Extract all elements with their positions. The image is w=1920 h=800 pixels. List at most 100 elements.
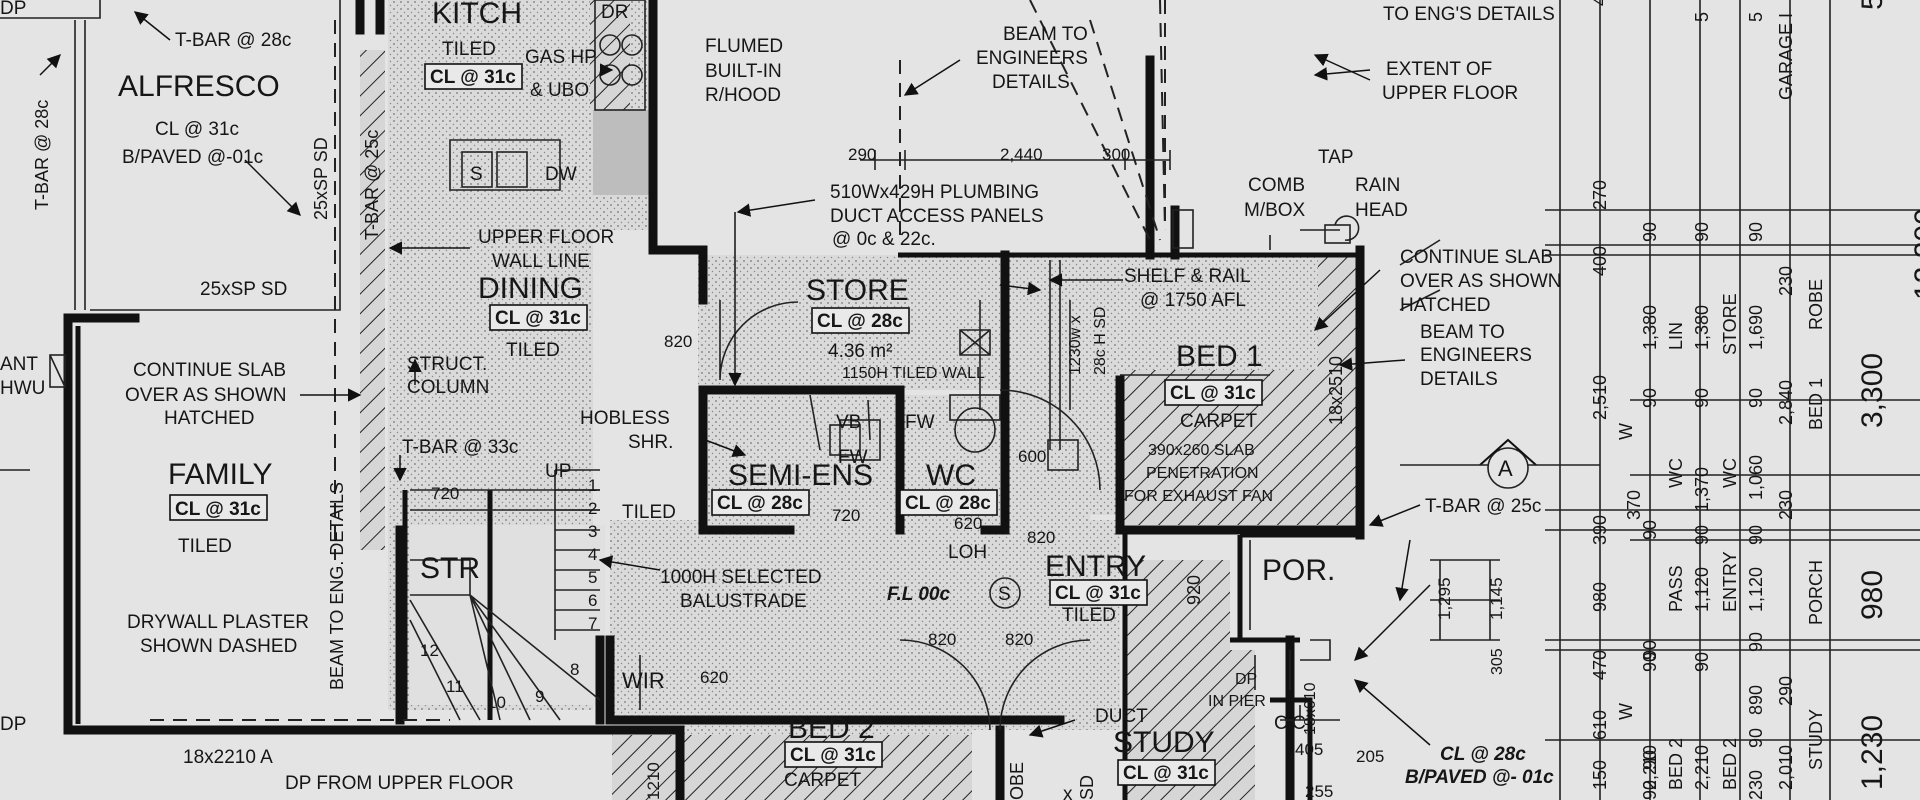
svg-text:RAIN: RAIN bbox=[1355, 175, 1400, 196]
finish-entry: TILED bbox=[1062, 605, 1116, 626]
svg-text:5: 5 bbox=[1746, 12, 1766, 22]
svg-text:R/HOOD: R/HOOD bbox=[705, 85, 781, 106]
walls bbox=[63, 0, 1365, 800]
svg-text:370: 370 bbox=[1624, 490, 1644, 520]
svg-text:90: 90 bbox=[1640, 750, 1660, 770]
dimension-schedule bbox=[1280, 0, 1920, 800]
svg-text:405: 405 bbox=[1295, 740, 1323, 759]
svg-text:VB: VB bbox=[836, 412, 861, 433]
svg-text:90: 90 bbox=[1692, 652, 1712, 672]
svg-text:25xSP SD: 25xSP SD bbox=[311, 137, 331, 220]
svg-text:TAP: TAP bbox=[1318, 147, 1354, 168]
schedule-column-2: W W bbox=[1616, 423, 1636, 720]
svg-text:SHELF & RAIL: SHELF & RAIL bbox=[1124, 266, 1251, 287]
svg-text:T-BAR @ 33c: T-BAR @ 33c bbox=[402, 437, 518, 458]
svg-text:230: 230 bbox=[1746, 770, 1766, 800]
svg-text:BEAM TO: BEAM TO bbox=[1420, 322, 1505, 343]
room-str: STR bbox=[420, 552, 480, 585]
svg-text:6: 6 bbox=[588, 591, 597, 610]
svg-text:HWU: HWU bbox=[0, 378, 45, 399]
dimension-labels: 290 2,440 300 820 720 720 620 600 820 82… bbox=[431, 145, 1384, 800]
svg-text:5: 5 bbox=[1856, 0, 1889, 10]
svg-text:CONTINUE SLAB: CONTINUE SLAB bbox=[133, 360, 286, 381]
svg-text:DUCT ACCESS PANELS: DUCT ACCESS PANELS bbox=[830, 206, 1044, 227]
ceiling-family: CL @ 31c bbox=[175, 499, 261, 520]
svg-text:2,840: 2,840 bbox=[1776, 380, 1796, 425]
schedule-column-5: 90 1,380 90 1,370 90 1,120 90 2,210 bbox=[1692, 222, 1712, 790]
svg-text:HOBLESS: HOBLESS bbox=[580, 408, 670, 429]
svg-text:UPPER FLOOR: UPPER FLOOR bbox=[478, 227, 614, 248]
schedule-column-1: 270 400 2,510 390 980 470 610 150 bbox=[1590, 180, 1610, 790]
svg-text:1,060: 1,060 bbox=[1746, 455, 1766, 500]
room-wc: WC bbox=[926, 459, 976, 492]
svg-text:FW: FW bbox=[905, 412, 935, 433]
svg-text:820: 820 bbox=[664, 332, 692, 351]
svg-text:90: 90 bbox=[1640, 640, 1660, 660]
svg-text:390: 390 bbox=[1590, 515, 1610, 545]
svg-text:1,380: 1,380 bbox=[1692, 305, 1712, 350]
room-kitch: KITCH bbox=[432, 0, 522, 30]
svg-text:600: 600 bbox=[1018, 447, 1046, 466]
room-family: FAMILY bbox=[168, 458, 272, 491]
svg-text:270: 270 bbox=[1590, 180, 1610, 210]
svg-text:2: 2 bbox=[588, 499, 597, 518]
svg-text:10: 10 bbox=[487, 693, 506, 712]
svg-text:620: 620 bbox=[700, 668, 728, 687]
svg-text:9: 9 bbox=[535, 687, 544, 706]
svg-text:UPPER FLOOR: UPPER FLOOR bbox=[1382, 83, 1518, 104]
ceiling-kitch: CL @ 31c bbox=[430, 67, 516, 88]
svg-text:IN PIER: IN PIER bbox=[1208, 693, 1266, 710]
svg-text:18x610: 18x610 bbox=[1302, 682, 1319, 735]
svg-text:COMB: COMB bbox=[1248, 175, 1305, 196]
svg-text:1150H TILED WALL: 1150H TILED WALL bbox=[842, 365, 985, 382]
svg-text:2,210: 2,210 bbox=[1640, 745, 1660, 790]
svg-text:1,145: 1,145 bbox=[1487, 577, 1506, 620]
svg-text:OBE: OBE bbox=[1007, 762, 1027, 800]
svg-text:ENGINEERS: ENGINEERS bbox=[976, 48, 1088, 69]
svg-text:WC: WC bbox=[1720, 458, 1740, 488]
svg-text:2,210: 2,210 bbox=[1692, 745, 1712, 790]
svg-text:PASS: PASS bbox=[1666, 565, 1686, 612]
thin-lines bbox=[0, 0, 1600, 731]
finish-kitch: TILED bbox=[442, 39, 496, 60]
schedule-column-3: 90 1,380 90 90 90 90 90 90 370 2,210 bbox=[1624, 222, 1660, 800]
room-por: POR. bbox=[1262, 554, 1335, 587]
svg-text:BED 1: BED 1 bbox=[1806, 378, 1826, 430]
svg-text:SHR.: SHR. bbox=[628, 432, 673, 453]
ceiling-store: CL @ 28c bbox=[817, 311, 903, 332]
svg-text:DP FROM UPPER FLOOR: DP FROM UPPER FLOOR bbox=[285, 773, 514, 794]
svg-text:230: 230 bbox=[1776, 490, 1796, 520]
svg-text:ENGINEERS: ENGINEERS bbox=[1420, 345, 1532, 366]
svg-text:DP: DP bbox=[1235, 671, 1257, 688]
svg-text:12: 12 bbox=[420, 641, 439, 660]
schedule-column-8: 230 2,840 230 290 2,010 bbox=[1776, 266, 1796, 790]
svg-text:980: 980 bbox=[1856, 570, 1889, 620]
svg-text:STUDY: STUDY bbox=[1806, 709, 1826, 770]
svg-text:820: 820 bbox=[928, 630, 956, 649]
svg-text:HATCHED: HATCHED bbox=[164, 408, 254, 429]
svg-text:820: 820 bbox=[1005, 630, 1033, 649]
svg-text:720: 720 bbox=[832, 506, 860, 525]
svg-text:510Wx429H PLUMBING: 510Wx429H PLUMBING bbox=[830, 182, 1039, 203]
svg-text:SHOWN DASHED: SHOWN DASHED bbox=[140, 636, 297, 657]
schedule-column-6: STORE WC ENTRY BED 2 bbox=[1720, 293, 1740, 790]
finish-dining: TILED bbox=[506, 340, 560, 361]
svg-text:C: C bbox=[1274, 713, 1288, 734]
room-study: STUDY bbox=[1113, 726, 1215, 759]
svg-text:W: W bbox=[1616, 423, 1636, 440]
finish-bed2: CARPET bbox=[784, 770, 861, 791]
svg-text:18x2210 A: 18x2210 A bbox=[183, 747, 273, 768]
svg-text:28c H SD: 28c H SD bbox=[1092, 307, 1109, 375]
svg-text:1210: 1210 bbox=[644, 762, 663, 800]
svg-text:390x260 SLAB: 390x260 SLAB bbox=[1148, 442, 1255, 459]
svg-text:1,230: 1,230 bbox=[1856, 715, 1889, 790]
svg-text:1: 1 bbox=[588, 476, 597, 495]
svg-text:TO ENG'S DETAILS: TO ENG'S DETAILS bbox=[1383, 4, 1555, 25]
svg-text:UP: UP bbox=[545, 461, 571, 482]
svg-text:90: 90 bbox=[1746, 222, 1766, 242]
annotations: DP T-BAR @ 28c 25xSP SD GAS HP & UBO DR … bbox=[0, 0, 1562, 800]
svg-text:@ 1750 AFL: @ 1750 AFL bbox=[1140, 290, 1246, 311]
svg-text:290: 290 bbox=[848, 145, 876, 164]
svg-text:HATCHED: HATCHED bbox=[1400, 295, 1490, 316]
svg-text:820: 820 bbox=[1027, 528, 1055, 547]
